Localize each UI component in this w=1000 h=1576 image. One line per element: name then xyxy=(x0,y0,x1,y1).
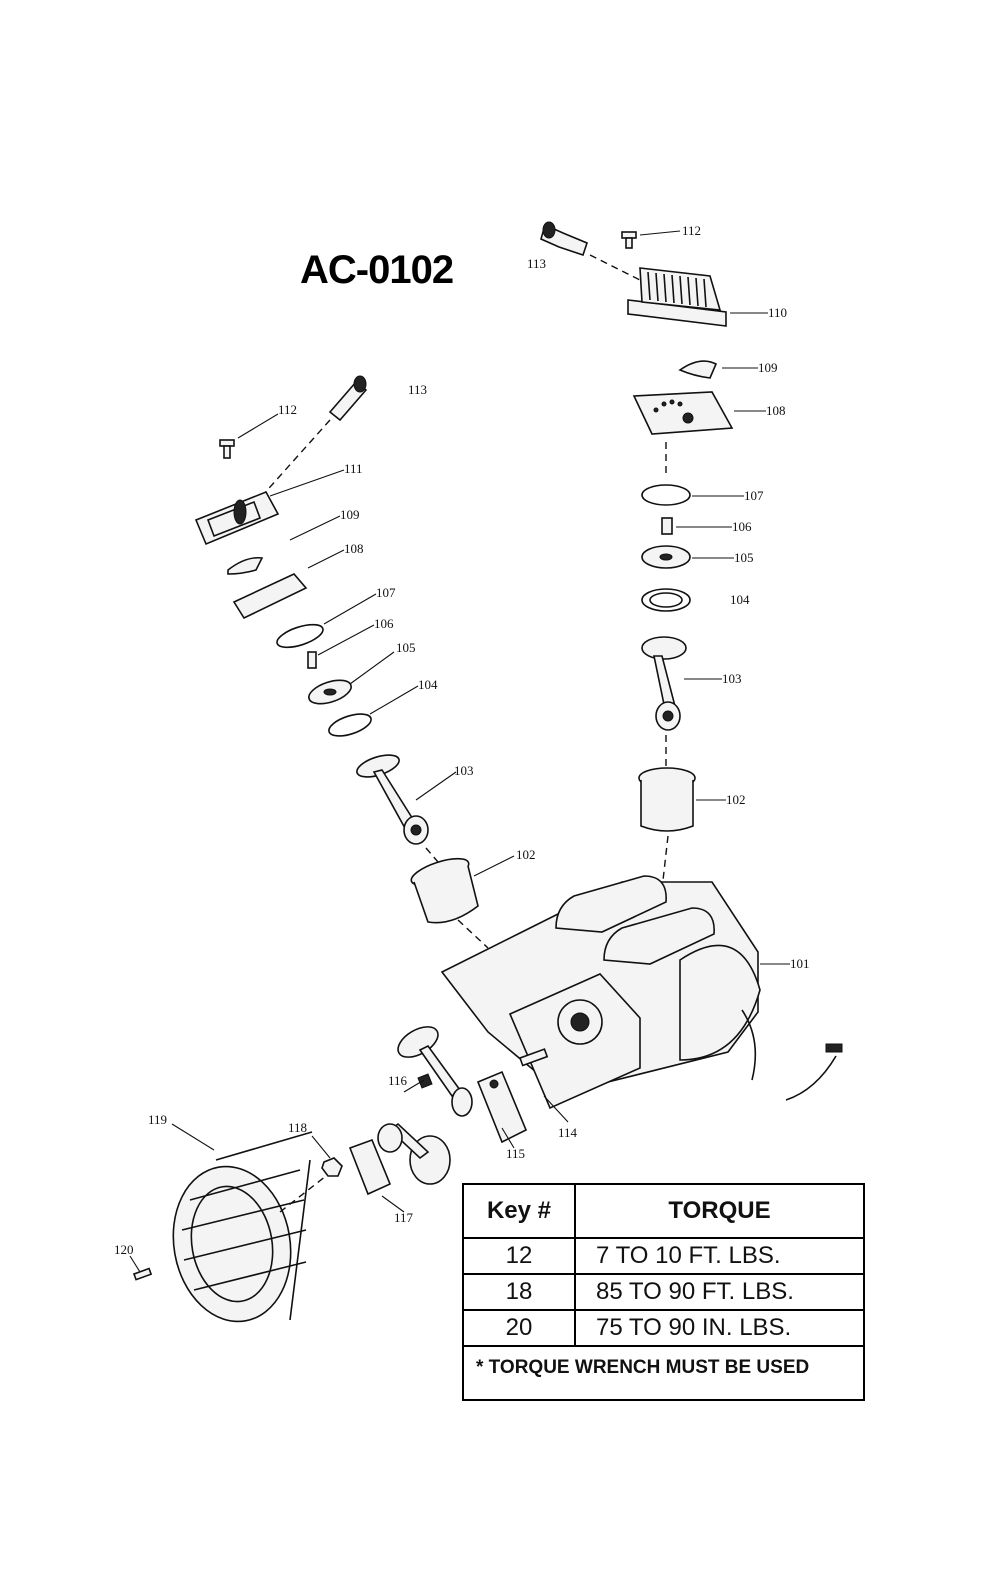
torque-table: Key # TORQUE 12 7 TO 10 FT. LBS. 18 85 T… xyxy=(462,1183,865,1401)
part-102-cylinder-sleeve-left xyxy=(410,855,515,924)
callout-101: 101 xyxy=(790,956,810,971)
callout-107-left: 107 xyxy=(376,585,396,600)
header-key: Key # xyxy=(464,1185,576,1237)
torque-note: * TORQUE WRENCH MUST BE USED xyxy=(476,1357,810,1378)
table-row: 18 85 TO 90 FT. LBS. xyxy=(464,1275,863,1311)
callout-108-right: 108 xyxy=(766,403,786,418)
row-key: 20 xyxy=(464,1311,576,1345)
part-104-ring-right xyxy=(641,588,691,612)
callout-109-right: 109 xyxy=(758,360,778,375)
part-118-nut xyxy=(311,1135,343,1177)
row-torque: 75 TO 90 IN. LBS. xyxy=(596,1314,792,1341)
part-107-o-ring-left xyxy=(276,593,377,649)
part-109-gasket-right xyxy=(678,360,758,379)
callout-107-right: 107 xyxy=(744,488,764,503)
part-120-screw xyxy=(129,1255,153,1281)
part-117-connecting-rod-bottom xyxy=(348,1122,451,1213)
part-115-eccentric xyxy=(476,1070,528,1149)
callout-113-left: 113 xyxy=(408,382,427,397)
header-torque: TORQUE xyxy=(668,1197,771,1224)
part-105-retainer-left xyxy=(308,651,395,705)
row-torque: 85 TO 90 FT. LBS. xyxy=(596,1278,794,1305)
callout-104-right: 104 xyxy=(730,592,750,607)
callout-115: 115 xyxy=(506,1146,525,1161)
part-103-connecting-rod-left xyxy=(356,754,457,845)
callout-111: 111 xyxy=(344,461,363,476)
table-row: 20 75 TO 90 IN. LBS. xyxy=(464,1311,863,1347)
callout-103-left: 103 xyxy=(454,763,474,778)
row-torque: 7 TO 10 FT. LBS. xyxy=(596,1242,781,1269)
callout-104-left: 104 xyxy=(418,677,438,692)
row-key: 12 xyxy=(464,1239,576,1273)
callout-112-left: 112 xyxy=(278,402,297,417)
part-110-cylinder-head-right xyxy=(627,267,768,327)
callout-102-right: 102 xyxy=(726,792,746,807)
callout-105-right: 105 xyxy=(734,550,754,565)
callout-112-right: 112 xyxy=(682,223,701,238)
part-101-crankcase-motor xyxy=(440,875,843,1110)
callout-109-left: 109 xyxy=(340,507,360,522)
part-105-retainer-right xyxy=(641,545,734,569)
callout-116: 116 xyxy=(388,1073,408,1088)
callout-117: 117 xyxy=(394,1210,414,1225)
callout-119: 119 xyxy=(148,1112,167,1127)
callout-106-right: 106 xyxy=(732,519,752,534)
part-106-screw-left xyxy=(307,624,375,669)
part-103-connecting-rod-right xyxy=(641,636,722,731)
part-114-shaft xyxy=(518,1048,569,1123)
callout-102-left: 102 xyxy=(516,847,536,862)
callout-105-left: 105 xyxy=(396,640,416,655)
callout-114: 114 xyxy=(558,1125,578,1140)
part-108-valve-plate-right xyxy=(632,391,766,435)
part-113-fitting-left xyxy=(261,375,368,497)
callout-106-left: 106 xyxy=(374,616,394,631)
part-112-screw-left xyxy=(219,413,279,459)
part-107-o-ring-right xyxy=(641,484,744,506)
part-111-cylinder-head-left xyxy=(194,469,345,546)
part-102-cylinder-sleeve-right xyxy=(638,767,726,832)
row-key: 18 xyxy=(464,1275,576,1309)
part-104-ring-left xyxy=(328,685,419,737)
callout-113-right: 113 xyxy=(527,256,546,271)
callout-103-right: 103 xyxy=(722,671,742,686)
part-113-fitting-right xyxy=(540,221,641,281)
part-112-screw-right xyxy=(621,230,681,249)
part-106-screw-right xyxy=(661,517,732,535)
part-109-gasket-left xyxy=(227,515,341,575)
part-119-fan-wheel xyxy=(171,1123,327,1323)
part-108-valve-plate-left xyxy=(232,549,345,620)
diagram-title: AC-0102 xyxy=(300,248,454,292)
callout-labels: 112 113 110 109 108 107 106 105 104 103 … xyxy=(114,223,810,1257)
torque-table-header: Key # TORQUE xyxy=(464,1185,863,1239)
table-row: 12 7 TO 10 FT. LBS. xyxy=(464,1239,863,1275)
callout-118: 118 xyxy=(288,1120,307,1135)
callout-120: 120 xyxy=(114,1242,134,1257)
callout-108-left: 108 xyxy=(344,541,364,556)
part-116-connecting-rod-lower xyxy=(397,1026,473,1117)
callout-110: 110 xyxy=(768,305,787,320)
